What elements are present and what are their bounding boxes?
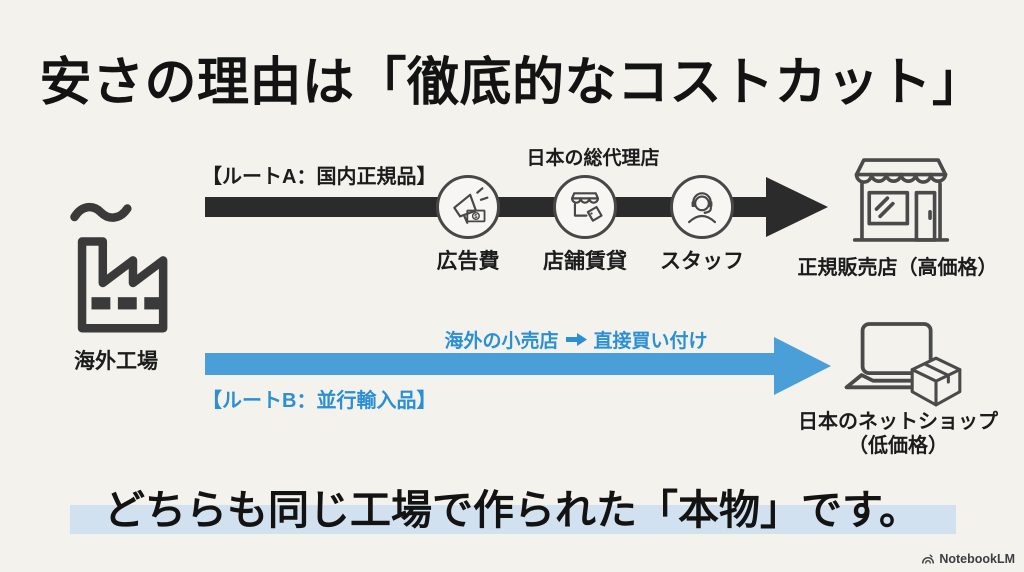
storefront-icon: [842, 152, 960, 248]
package-box-icon: [905, 352, 967, 412]
notebooklm-logo-icon: [921, 552, 935, 566]
japan-agent-heading: 日本の総代理店: [526, 148, 660, 169]
conclusion-statement: どちらも同じ工場で作られた「本物」です。: [104, 487, 920, 533]
flow-from-label: 海外の小売店: [444, 331, 559, 352]
net-shop-line1: 日本のネットショップ: [798, 411, 998, 433]
support-staff-icon: [679, 184, 725, 230]
flow-to-label: 直接買い付け: [593, 331, 708, 352]
route-a-arrow-head: [766, 177, 828, 237]
route-b-arrow-shaft: [205, 353, 775, 375]
route-b-destination-label: 日本のネットショップ （低価格）: [778, 411, 1018, 458]
route-a-destination-label: 正規販売店（高価格）: [797, 257, 998, 279]
watermark: NotebookLM: [921, 552, 1015, 566]
net-shop-line2: （低価格）: [848, 434, 948, 457]
page-title: 安さの理由は「徹底的なコストカット」: [39, 54, 985, 112]
cost-node-store-rent: [553, 175, 617, 239]
watermark-label: NotebookLM: [939, 552, 1015, 566]
cost-label-store-rent: 店舗賃貸: [543, 250, 627, 273]
cost-node-staff: [670, 175, 734, 239]
shop-tag-icon: [562, 184, 608, 230]
factory-icon: [50, 196, 182, 338]
cost-label-advertising: 広告費: [436, 250, 500, 273]
right-arrow-icon: [565, 333, 587, 346]
factory-label: 海外工場: [74, 350, 158, 373]
svg-text:$: $: [474, 214, 478, 220]
route-a-label: 【ルートA：国内正規品】: [202, 166, 437, 188]
cost-label-staff: スタッフ: [660, 250, 744, 273]
route-b-flow-text: 海外の小売店 直接買い付け: [420, 326, 732, 353]
route-b-label: 【ルートB：並行輸入品】: [202, 390, 437, 412]
megaphone-money-icon: $: [445, 184, 491, 230]
route-b-arrow-head: [774, 337, 831, 395]
cost-node-advertising: $: [436, 175, 500, 239]
conclusion-highlight-band: [70, 505, 956, 534]
